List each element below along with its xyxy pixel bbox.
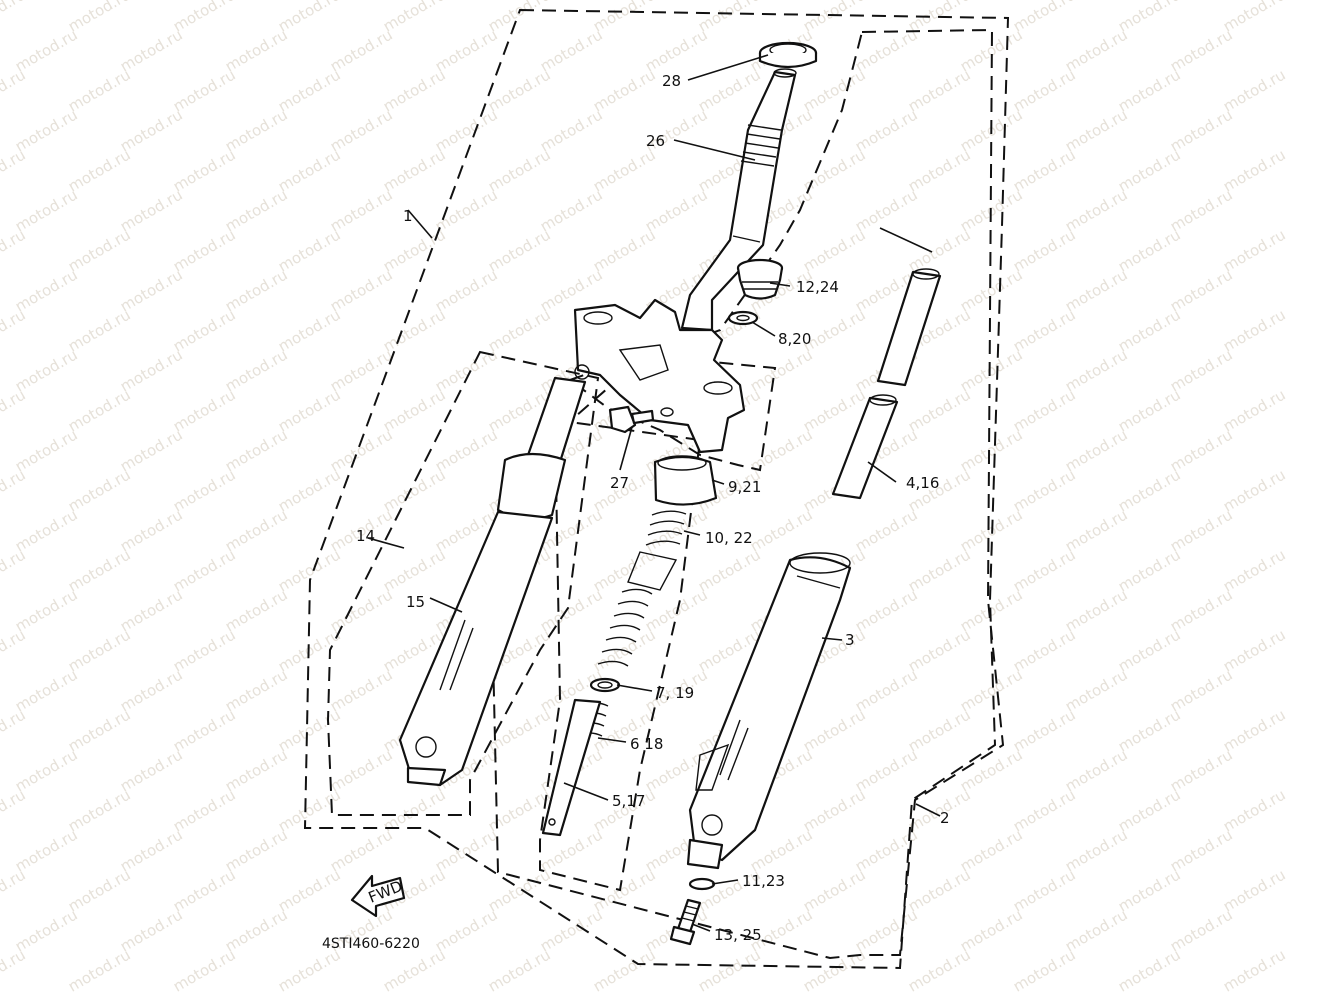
drawing-code: 4STI460-6220 [322,936,420,952]
callout-13-25: 13, 25 [714,926,762,944]
callout-11-23: 11,23 [742,872,785,890]
callout-8-20: 8,20 [778,330,811,348]
dust-seal-28 [758,41,818,69]
callout-26: 26 [646,132,665,150]
assembly-2-boundary [490,28,1005,960]
callout-3: 3 [845,631,855,649]
plug-12-24 [736,258,784,300]
callout-14: 14 [356,527,375,545]
callout-15: 15 [406,593,425,611]
callout-12-24: 12,24 [796,278,839,296]
fork-spring [597,588,653,667]
callout-9-21: 9,21 [728,478,761,496]
callout-27: 27 [610,474,629,492]
fwd-arrow-icon: FWD [350,874,406,918]
steering-stem-26 [680,68,797,332]
callout-labels: 28 26 1 12,24 8,20 27 9,21 4,16 10, 22 1… [356,72,950,944]
callout-28: 28 [662,72,681,90]
collar-9-21 [653,455,718,506]
washer-8-20 [727,310,759,326]
ring-7-19 [589,677,621,693]
callout-6-18: 6 18 [630,735,663,753]
callout-7-19: 7, 19 [656,684,694,702]
leader-lines [367,54,941,932]
damper-rod-5-17 [541,698,602,837]
callout-10-22: 10, 22 [705,529,753,547]
callout-4-16: 4,16 [906,474,939,492]
under-bracket [573,298,746,454]
left-fork-14 [398,376,587,787]
bolt-27 [608,405,674,434]
callout-2: 2 [940,809,950,827]
washer-11-23 [688,877,716,891]
callout-1: 1 [403,207,413,225]
spring-10-22 [627,510,687,591]
callout-5-17: 5,17 [612,792,645,810]
outer-tube-3 [686,552,852,870]
inner-tube-4-16 [831,268,942,500]
bolt-13-25 [669,898,702,946]
